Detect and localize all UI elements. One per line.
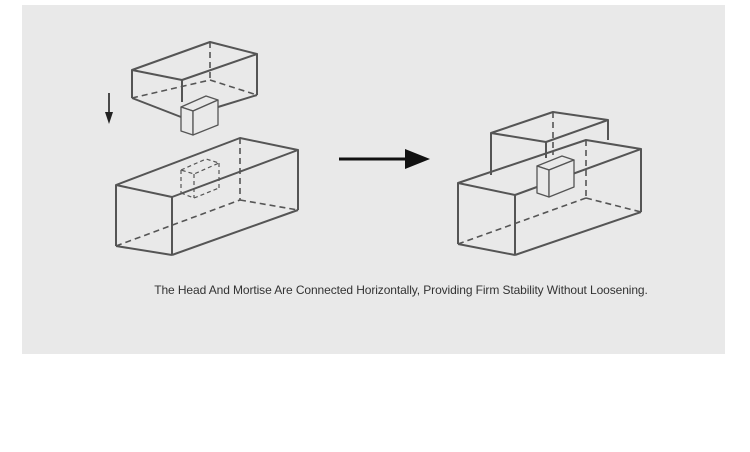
tenon-block-before: [131, 41, 258, 118]
mortise-hole-before: [179, 158, 221, 199]
caption-text: The Head And Mortise Are Connected Horiz…: [154, 283, 648, 297]
illustration-panel: [22, 5, 725, 354]
mortise-block-after: [457, 139, 642, 256]
right-arrow-icon: [339, 149, 430, 169]
tenon-after: [536, 155, 575, 198]
tenon-block-after: [490, 111, 609, 175]
caption: The Head And Mortise Are Connected Horiz…: [0, 283, 750, 297]
tenon-before: [180, 95, 219, 136]
mortise-block-before: [115, 137, 299, 256]
down-arrow-icon: [105, 93, 113, 124]
